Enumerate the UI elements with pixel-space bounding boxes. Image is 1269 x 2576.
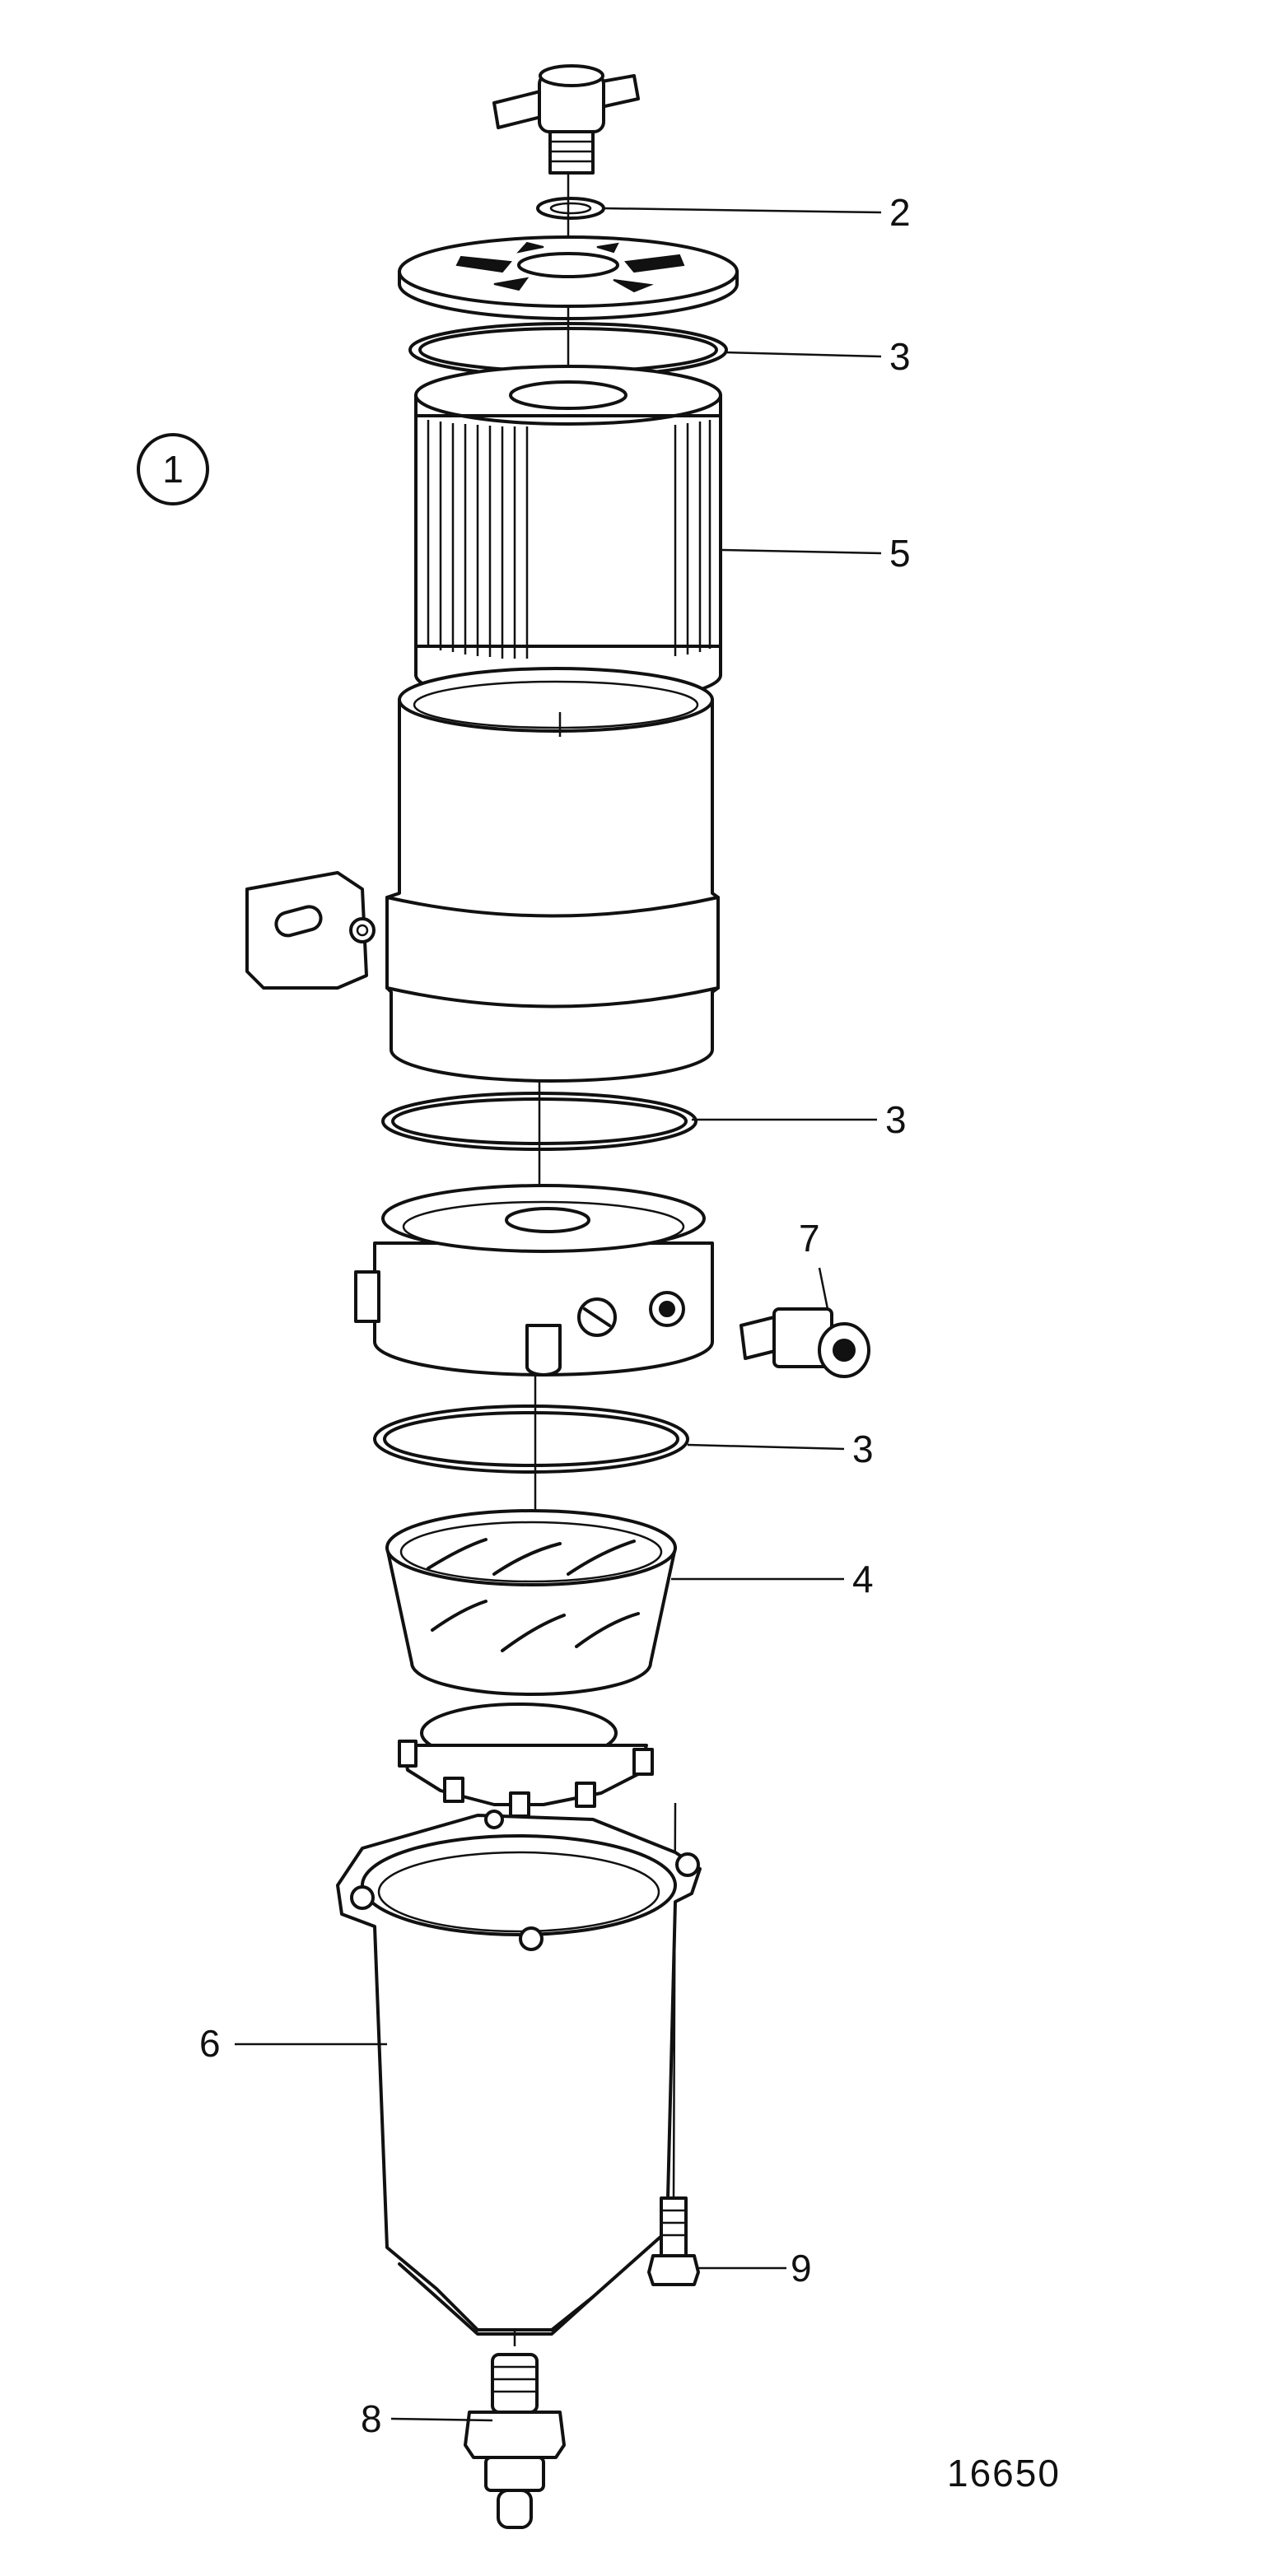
filter-housing [385, 667, 720, 1083]
callout-5: 5 [889, 532, 911, 575]
cover-plate [398, 235, 739, 320]
slotted-nut [398, 1703, 654, 1818]
swirl-vanes [427, 1538, 640, 1652]
callout-8: 8 [361, 2397, 382, 2440]
o-ring-lower [373, 1404, 689, 1474]
callouts: 2 3 5 3 7 3 4 6 9 8 [199, 191, 911, 2440]
filter-element [414, 365, 722, 706]
union-fitting [739, 1307, 870, 1378]
view-number: 1 [162, 448, 184, 491]
callout-6: 6 [199, 2022, 221, 2065]
bolt [647, 2196, 700, 2286]
washer [536, 197, 605, 220]
callout-7: 7 [799, 1217, 820, 1260]
callout-9: 9 [791, 2247, 812, 2290]
drawing-number: 16650 [947, 2452, 1061, 2494]
callout-3-top: 3 [889, 335, 911, 378]
water-trap-bowl [336, 1810, 702, 2336]
swirl-bowl [385, 1509, 677, 1696]
callout-4: 4 [852, 1558, 874, 1600]
filter-pleats [427, 420, 711, 659]
drain-valve [464, 2353, 566, 2529]
mounting-bracket [245, 871, 376, 990]
callout-3-lower: 3 [852, 1428, 874, 1470]
callout-3-middle: 3 [885, 1098, 907, 1141]
callout-2: 2 [889, 191, 911, 234]
vent-screw [492, 64, 640, 175]
o-ring-middle [381, 1092, 697, 1151]
valve-body [354, 1184, 714, 1377]
view-number-badge: 1 [137, 433, 209, 505]
